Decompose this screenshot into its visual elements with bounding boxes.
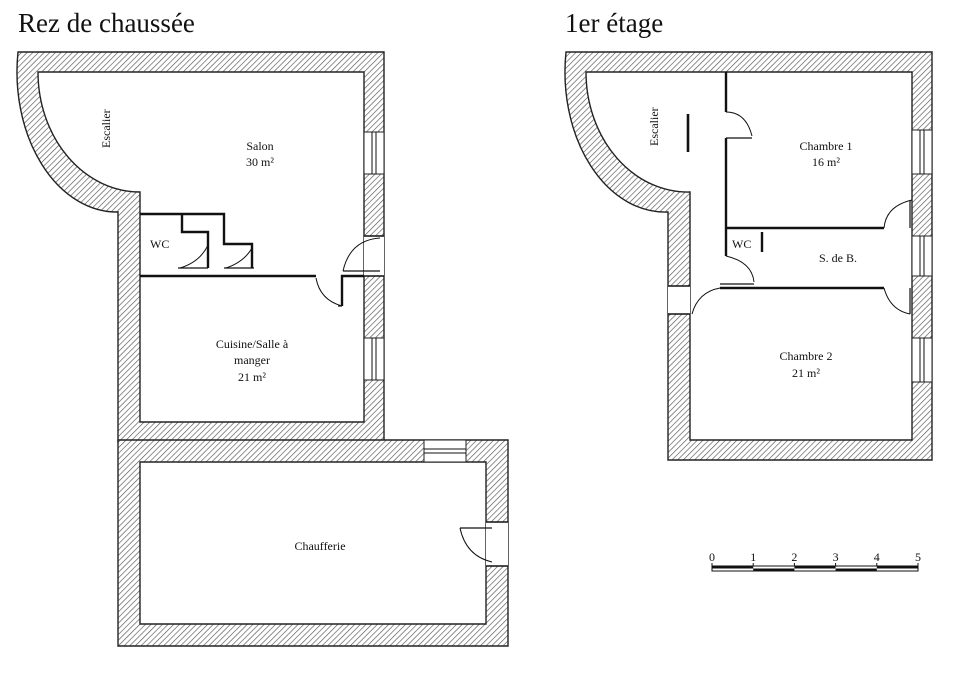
kitchen-name-line2: manger xyxy=(234,353,270,367)
scale-bar-tick-label: 0 xyxy=(709,550,715,564)
ground-floor-title: Rez de chaussée xyxy=(18,8,195,38)
first-stair-label: Escalier xyxy=(647,107,661,146)
scale-bar-tick-label: 5 xyxy=(915,550,921,564)
scale-bar-tick-label: 3 xyxy=(833,550,839,564)
scale-bar-segment xyxy=(794,566,836,569)
bedroom1-area: 16 m² xyxy=(812,155,840,169)
scale-bar-segment xyxy=(753,568,795,571)
bathroom-label: S. de B. xyxy=(819,251,857,265)
ground-lower-outer-wall xyxy=(117,439,509,647)
first-floor-plan: Escalier Chambre 1 16 m² WC S. de B. Cha… xyxy=(564,51,933,461)
scale-bar-segments xyxy=(712,566,918,571)
ground-wc-label: WC xyxy=(150,237,169,251)
scale-bar-segment xyxy=(712,566,754,569)
first-floor-windows xyxy=(911,129,933,383)
bedroom2-name: Chambre 2 xyxy=(780,349,833,363)
scale-bar-ticks: 0 1 2 3 4 5 xyxy=(709,550,921,566)
scale-bar-tick-label: 2 xyxy=(791,550,797,564)
first-floor-outer-wall xyxy=(564,51,933,461)
scale-bar-segment xyxy=(835,568,877,571)
ground-windows xyxy=(363,131,467,463)
kitchen-area: 21 m² xyxy=(238,370,266,384)
salon-name: Salon xyxy=(246,139,273,153)
kitchen-name-line1: Cuisine/Salle à xyxy=(216,337,289,351)
bedroom2-area: 21 m² xyxy=(792,366,820,380)
ground-partitions xyxy=(140,212,364,307)
salon-area: 30 m² xyxy=(246,155,274,169)
ground-entry-door xyxy=(342,235,384,277)
scale-bar: 0 1 2 3 4 5 xyxy=(709,550,921,572)
first-floor-partitions xyxy=(686,72,913,315)
ground-boiler-door xyxy=(459,521,508,567)
ground-upper-outer-wall xyxy=(16,51,385,443)
ground-stair-label: Escalier xyxy=(99,109,113,148)
scale-bar-segment xyxy=(876,566,918,569)
scale-bar-tick-label: 1 xyxy=(750,550,756,564)
first-wc-label: WC xyxy=(732,237,751,251)
first-floor-title: 1er étage xyxy=(565,8,663,38)
bedroom1-name: Chambre 1 xyxy=(800,139,853,153)
boiler-room-label: Chaufferie xyxy=(294,539,345,553)
first-floor-landing-opening xyxy=(668,285,690,315)
ground-floor-plan: Escalier Salon 30 m² WC Cuisine/Salle à … xyxy=(16,51,509,647)
scale-bar-tick-label: 4 xyxy=(874,550,880,564)
